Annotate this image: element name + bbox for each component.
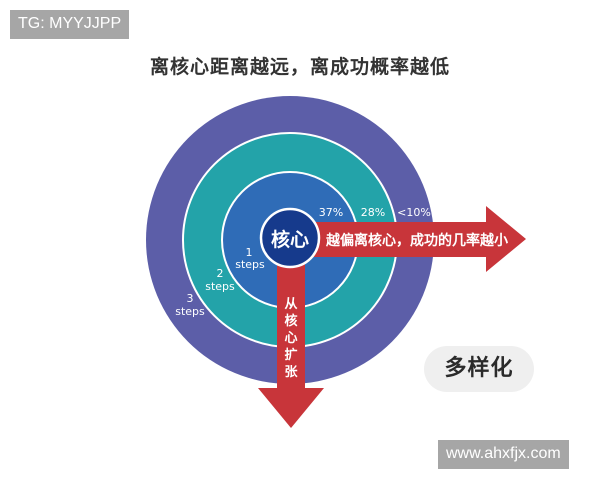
vertical-label-char: 张 [284,365,298,380]
steps-num-2: 2 [217,267,224,280]
horizontal-arrow-label: 越偏离核心，成功的几率越小 [325,232,508,249]
steps-word-1: steps [235,258,265,271]
steps-num-1: 1 [246,246,253,259]
vertical-label-char: 扩 [284,347,297,363]
vertical-label-char: 核 [284,313,297,329]
steps-word-2: steps [205,280,235,293]
core-label: 核心 [271,228,309,251]
steps-num-3: 3 [187,292,194,305]
core-circle [259,207,321,269]
watermark-bottom: www.ahxfjx.com [438,440,569,469]
down-arrow [258,250,324,428]
prob-ring-2: 28% [361,206,385,219]
diversification-badge: 多样化 [424,346,534,392]
diagram-title: 离核心距离越远，离成功概率越低 [149,56,450,78]
prob-ring-3: <10% [397,206,431,219]
vertical-label-char: 心 [284,331,297,346]
vertical-label-char: 从 [284,297,297,312]
prob-ring-1: 37% [319,206,343,219]
right-arrow [300,206,526,272]
watermark-top: TG: MYYJJPP [10,10,130,39]
steps-word-3: steps [175,305,205,318]
